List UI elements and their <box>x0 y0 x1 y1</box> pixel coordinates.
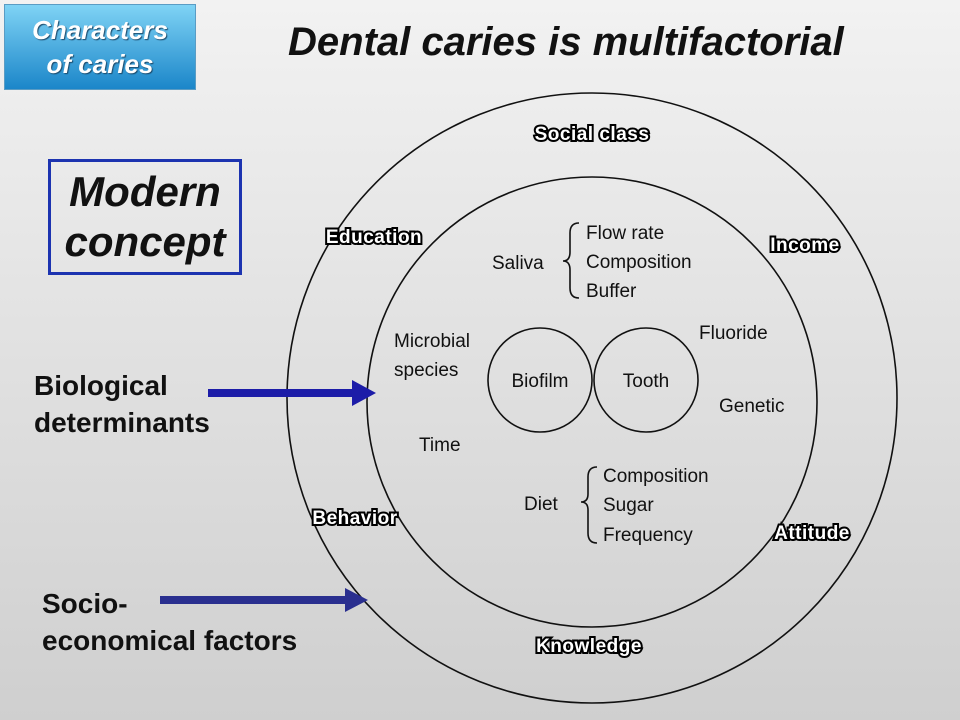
socio-line-1: Socio- <box>42 588 128 619</box>
biofilm-label: Biofilm <box>511 371 568 392</box>
biofilm-circle <box>487 327 593 433</box>
socio-economic-arrow <box>160 588 368 612</box>
saliva-item-composition: Composition <box>586 252 692 273</box>
tooth-circle <box>593 327 699 433</box>
socio-economical-label: Socio- economical factors <box>42 585 297 659</box>
badge-line-1: Characters <box>32 15 168 45</box>
time-label: Time <box>419 435 461 456</box>
section-badge: Characters of caries <box>4 4 196 90</box>
behavior-label: Behavior <box>312 508 397 529</box>
education-label: Education <box>326 227 422 248</box>
saliva-label: Saliva <box>492 253 544 274</box>
biological-line-2: determinants <box>34 407 210 438</box>
modern-concept-box: Modern concept <box>48 159 242 275</box>
page-title: Dental caries is multifactorial <box>288 20 844 64</box>
badge-line-2: of caries <box>46 49 154 79</box>
saliva-item-flow-rate: Flow rate <box>586 223 664 244</box>
microbial-label-line-1: Microbial <box>394 331 470 352</box>
socio-line-2: economical factors <box>42 625 298 656</box>
diet-brace <box>580 466 598 544</box>
fluoride-label: Fluoride <box>699 323 768 344</box>
biological-arrow <box>208 380 376 406</box>
biological-line-1: Biological <box>34 370 168 401</box>
genetic-label: Genetic <box>719 396 784 417</box>
tooth-label: Tooth <box>623 371 669 392</box>
knowledge-label: Knowledge <box>536 636 642 657</box>
diet-item-sugar: Sugar <box>603 495 654 516</box>
attitude-label: Attitude <box>774 523 850 544</box>
diet-label: Diet <box>524 494 559 515</box>
biological-determinants-label: Biological determinants <box>34 367 210 441</box>
saliva-item-buffer: Buffer <box>586 281 637 302</box>
diet-item-composition: Composition <box>603 466 709 487</box>
microbial-label-line-2: species <box>394 360 458 381</box>
concept-line-2: concept <box>64 218 226 265</box>
saliva-brace <box>562 222 580 299</box>
concept-line-1: Modern <box>69 168 221 215</box>
inner-ring-circle <box>366 176 818 628</box>
social-class-label: Social class <box>535 124 650 145</box>
outer-ring-circle <box>286 92 898 704</box>
income-label: Income <box>770 235 840 256</box>
diet-item-frequency: Frequency <box>603 525 693 546</box>
